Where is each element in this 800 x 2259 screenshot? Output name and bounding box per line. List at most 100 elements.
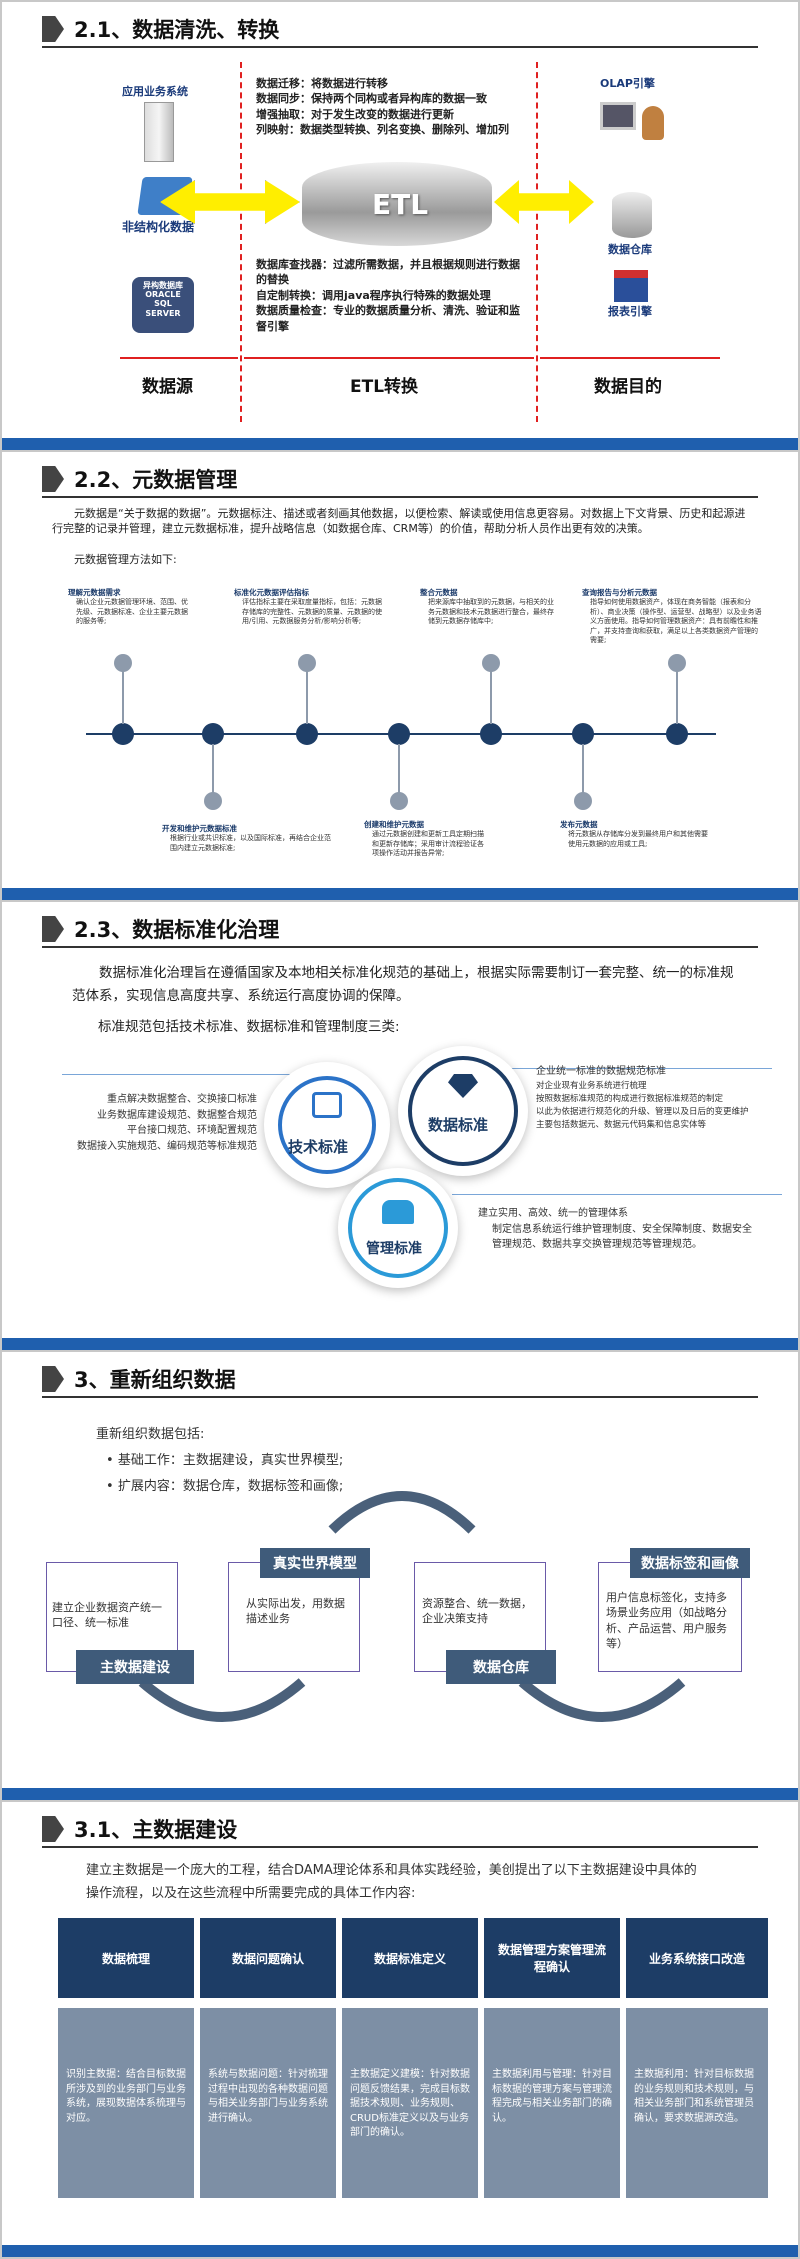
slide-reorganize: 3、重新组织数据 重新组织数据包括: • 基础工作：主数据建设，真实世界模型; … [2,1352,798,1800]
server-icon [144,102,174,162]
timeline-node-1 [112,723,134,745]
data-target-label: 数据目的 [594,377,662,397]
step-heading: 整合元数据 [420,588,458,597]
slide-data-standard: 2.3、数据标准化治理 数据标准化治理旨在遵循国家及本地相关标准化规范的基础上，… [2,902,798,1350]
col-head-1: 数据梳理 [58,1918,194,1998]
step-heading: 发布元数据 [560,820,598,829]
footer-bar [2,1338,798,1350]
slide-data-cleaning: 2.1、数据清洗、转换 应用业务系统 非结构化数据 异构数据库 ORACLE S… [2,2,798,450]
title-underline [42,496,758,498]
etl-top-text: 数据迁移：将数据进行转移 数据同步：保持两个同构或者异构库的数据一致 增强抽取：… [256,76,524,138]
step-heading: 理解元数据需求 [68,588,121,597]
step-develop: 开发和维护元数据标准根据行业或共识标准，以及国际标准，再结合企业范围内建立元数据… [162,824,332,853]
step-body: 评估指标主要在采取度量指标，包括：元数据存储库的完整性、元数据的质量、元数据的使… [242,598,382,626]
db-label-3: SQL [154,299,172,309]
olap-label: OLAP引擎 [600,77,655,90]
curve-arrow-2 [328,1491,476,1534]
reorg-intro: 重新组织数据包括: [96,1427,205,1442]
up-node-1 [114,654,132,672]
title-arrow-icon [42,16,64,42]
data-source-label: 数据源 [142,377,193,397]
connector-down-2 [398,744,400,794]
title-arrow-icon [42,466,64,492]
etl-top-line-4: 列映射：数据类型转换、列名变换、删除列、增加列 [256,123,509,137]
slide-title: 2.1、数据清洗、转换 [42,12,279,46]
step-1-label: 主数据建设 [76,1650,194,1684]
step-4-label: 数据标签和画像 [630,1548,750,1578]
col-body-5: 主数据利用：针对目标数据的业务规则和技术规则，与相关业务部门和系统管理员确认，要… [626,2008,768,2198]
data-ring [408,1056,518,1166]
etl-bottom-line-1: 数据库查找器：过滤所需数据，并且根据规则进行数据的替换 [256,258,520,287]
title-arrow-icon [42,1816,64,1842]
data-standard-list: 企业统一标准的数据规范标准 对企业现有业务系统进行梳理 按照数据标准规范的构成进… [536,1064,786,1132]
slide-title: 2.2、元数据管理 [42,462,237,496]
curve-arrow-1 [138,1678,306,1722]
step-4-text: 用户信息标签化，支持多场景业务应用（如战略分析、产品运营、用户服务等） [606,1591,727,1651]
tech-ring [278,1076,376,1174]
right-double-arrow-icon [494,180,594,224]
connector-up-4 [676,664,678,724]
title-underline [42,1396,758,1398]
step-create: 创建和维护元数据通过元数据创建和更新工具定期扫描和更新存储库；采用审计流程验证各… [364,820,484,859]
title-underline [42,946,758,948]
database-icon: 异构数据库 ORACLE SQL SERVER [132,277,194,333]
connector-up-3 [490,664,492,724]
step-1-text: 建立企业数据资产统一口径、统一标准 [52,1601,162,1630]
tech-item: 数据接入实施规范、编码规范等标准规范 [77,1140,257,1152]
step-box-4 [598,1562,742,1672]
connector-down-1 [212,744,214,794]
tech-standard-label: 技术标准 [288,1138,349,1156]
warehouse-label: 数据仓库 [608,243,652,256]
user-icon [642,106,664,140]
mgmt-item: 建立实用、高效、统一的管理体系 [478,1208,628,1219]
source-span-line [120,357,238,359]
step-indicators: 标准化元数据评估指标评估指标主要在采取度量指标，包括：元数据存储库的完整性、元数… [234,588,384,627]
slide-title: 2.3、数据标准化治理 [42,912,279,946]
up-node-4 [668,654,686,672]
step-heading: 开发和维护元数据标准 [162,824,237,833]
slide-title: 3、重新组织数据 [42,1362,236,1396]
chart-icon [312,1092,342,1118]
timeline-node-6 [572,723,594,745]
connector-down-3 [582,744,584,794]
curve-arrow-3 [518,1678,686,1722]
col-body-3: 主数据定义建模：针对数据问题反馈结果，完成目标数据技术规则、业务规则、CRUD标… [342,2008,478,2198]
team-icon [382,1200,414,1224]
down-node-2 [390,792,408,810]
process-table: 数据梳理 数据问题确认 数据标准定义 数据管理方案管理流程确认 业务系统接口改造… [58,1918,768,2208]
connector-up-1 [122,664,124,724]
step-body: 确认企业元数据管理环境、范围、优先级、元数据标准、企业主要元数据的服务等; [76,598,188,626]
step-body: 把来源库中抽取到的元数据，与相关的业务元数据和技术元数据进行整合，最终存储到元数… [428,598,554,626]
up-node-3 [482,654,500,672]
etl-top-line-2: 数据同步：保持两个同构或者异构库的数据一致 [256,92,487,106]
step-box-2 [228,1562,360,1672]
tech-standard-list: 重点解决数据整合、交换接口标准 业务数据库建设规范、数据整合规范 平台接口规范、… [32,1092,257,1154]
metadata-intro: 元数据是“关于数据的数据”。元数据标注、描述或者刻画其他数据，以便检索、解读或使… [52,507,746,536]
data-item: 以此为依据进行规范化的升级、管理以及日后的变更维护 [536,1106,749,1117]
step-body: 根据行业或共识标准，以及国际标准，再结合企业范围内建立元数据标准; [170,834,331,852]
slide-title: 3.1、主数据建设 [42,1812,237,1846]
title-text: 2.3、数据标准化治理 [74,918,280,942]
etl-top-line-3: 增强抽取：对于发生改变的数据进行更新 [256,107,454,121]
timeline-node-7 [666,723,688,745]
title-text: 3.1、主数据建设 [74,1818,238,1842]
step-query: 查询报告与分析元数据指导如何使用数据资产，体现在商务智能（报表和分析）、商业决策… [582,588,762,646]
metadata-intro2: 元数据管理方法如下: [74,553,177,566]
standard-intro2: 标准规范包括技术标准、数据标准和管理制度三类: [98,1019,400,1035]
reorg-bullet-1: • 基础工作：主数据建设，真实世界模型; [106,1453,344,1468]
step-3-label: 数据仓库 [446,1650,556,1684]
step-heading: 标准化元数据评估指标 [234,588,309,597]
slide-master-data: 3.1、主数据建设 建立主数据是一个庞大的工程，结合DAMA理论体系和具体实践经… [2,1802,798,2257]
col-body-1: 识别主数据：结合目标数据所涉及到的业务部门与业务系统，展现数据体系梳理与对应。 [58,2008,194,2198]
col-head-3: 数据标准定义 [342,1918,478,1998]
master-intro: 建立主数据是一个庞大的工程，结合DAMA理论体系和具体实践经验，美创提出了以下主… [86,1863,697,1901]
step-body: 指导如何使用数据资产，体现在商务智能（报表和分析）、商业决策（操作型、运营型、战… [590,598,762,645]
down-node-3 [574,792,592,810]
report-label: 报表引擎 [608,305,652,318]
right-guide-line [472,1068,772,1069]
title-arrow-icon [42,1366,64,1392]
etl-label: ETL [372,188,429,221]
timeline-node-5 [480,723,502,745]
tech-item: 重点解决数据整合、交换接口标准 [107,1094,257,1105]
db-label-4: SERVER [145,308,181,318]
